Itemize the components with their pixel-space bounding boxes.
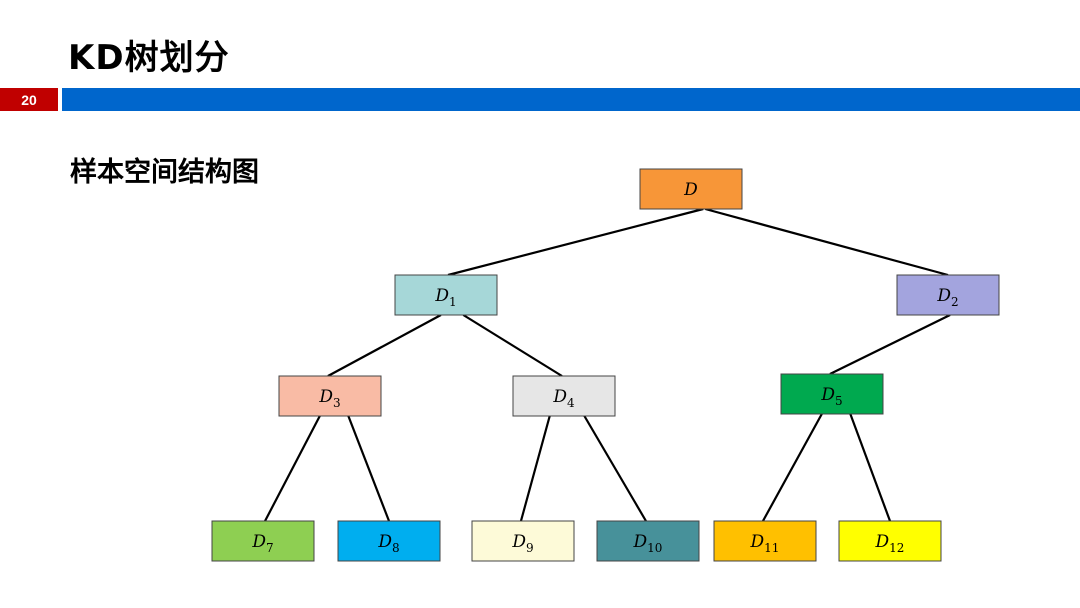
tree-node-box — [713, 520, 817, 562]
tree-node-box — [471, 520, 575, 562]
tree-edge-d5-d12 — [849, 413, 892, 522]
tree-node-label: D — [683, 180, 698, 200]
title-underline-bar — [62, 88, 1080, 111]
tree-edge-d3-d8 — [347, 415, 391, 522]
tree-node-d11: D11 — [713, 520, 817, 562]
node-label-subscript: 1 — [449, 295, 457, 309]
tree-node-d7: D7 — [211, 520, 315, 562]
tree-node-box — [780, 373, 884, 415]
tree-node-box — [639, 168, 743, 210]
tree-node-label: D9 — [511, 532, 533, 555]
tree-node-label: D3 — [318, 387, 340, 410]
tree-node-d9: D9 — [471, 520, 575, 562]
section-heading: 样本空间结构图 — [70, 157, 259, 188]
tree-node-box — [278, 375, 382, 417]
node-label-subscript: 5 — [835, 394, 843, 408]
node-label-subscript: 2 — [951, 295, 959, 309]
node-label-base: D — [936, 286, 951, 306]
node-label-base: D — [318, 387, 333, 407]
tree-edges — [264, 207, 951, 522]
tree-node-label: D10 — [633, 532, 663, 555]
tree-edge-d2-d5 — [829, 314, 951, 375]
node-label-subscript: 3 — [333, 396, 341, 410]
node-label-base: D — [377, 532, 392, 552]
tree-node-box — [394, 274, 498, 316]
tree-edge-d-d1 — [447, 207, 704, 277]
tree-node-label: D12 — [875, 532, 905, 555]
node-label-subscript: 4 — [567, 396, 575, 410]
tree-edge-d1-d3 — [327, 314, 442, 377]
tree-node-d: D — [639, 168, 743, 210]
node-label-subscript: 11 — [764, 541, 779, 555]
tree-node-d10: D10 — [596, 520, 700, 562]
node-label-subscript: 12 — [889, 541, 904, 555]
tree-edge-d5-d11 — [761, 413, 823, 522]
tree-node-d3: D3 — [278, 375, 382, 417]
node-label-base: D — [434, 286, 449, 306]
node-label-subscript: 8 — [392, 541, 400, 555]
tree-node-label: D4 — [552, 387, 575, 410]
tree-node-box — [512, 375, 616, 417]
tree-edge-d4-d10 — [583, 415, 647, 522]
slide-title: KD树划分 — [68, 38, 230, 78]
tree-node-label: D1 — [434, 286, 456, 309]
tree-node-d5: D5 — [780, 373, 884, 415]
node-label-subscript: 7 — [266, 541, 274, 555]
node-label-base: D — [633, 532, 648, 552]
node-label-subscript: 9 — [526, 541, 534, 555]
tree-node-d4: D4 — [512, 375, 616, 417]
tree-node-box — [896, 274, 1000, 316]
tree-edge-d3-d7 — [264, 415, 321, 522]
node-label-base: D — [750, 532, 765, 552]
tree-node-d2: D2 — [896, 274, 1000, 316]
node-label-base: D — [251, 532, 266, 552]
tree-node-label: D11 — [750, 532, 780, 555]
tree-edge-d1-d4 — [462, 314, 563, 377]
tree-node-box — [211, 520, 315, 562]
tree-edge-d4-d9 — [519, 415, 551, 522]
tree-node-label: D7 — [251, 532, 273, 555]
tree-edge-d-d2 — [704, 207, 949, 277]
tree-node-box — [838, 520, 942, 562]
node-label-subscript: 10 — [647, 541, 662, 555]
page-number-badge: 20 — [0, 88, 58, 111]
tree-node-box — [596, 520, 700, 562]
node-label-base: D — [683, 180, 698, 200]
node-label-base: D — [820, 385, 835, 405]
tree-node-label: D2 — [936, 286, 958, 309]
node-label-base: D — [875, 532, 890, 552]
tree-node-d12: D12 — [838, 520, 942, 562]
tree-node-d1: D1 — [394, 274, 498, 316]
tree-node-box — [337, 520, 441, 562]
tree-node-d8: D8 — [337, 520, 441, 562]
node-label-base: D — [552, 387, 567, 407]
node-label-base: D — [511, 532, 526, 552]
tree-node-label: D8 — [377, 532, 399, 555]
tree-node-label: D5 — [820, 385, 842, 408]
